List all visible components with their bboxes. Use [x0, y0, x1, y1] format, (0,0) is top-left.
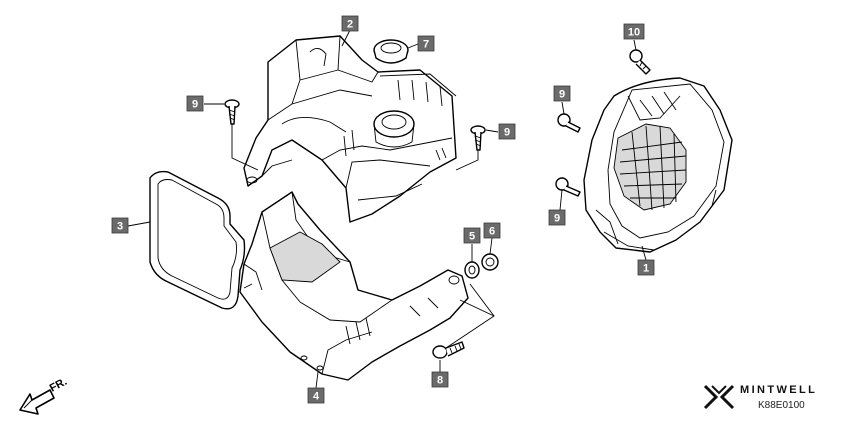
svg-text:5: 5 [469, 231, 475, 243]
svg-text:9: 9 [554, 213, 560, 225]
callout-5[interactable]: 5 [463, 227, 481, 244]
svg-text:4: 4 [313, 391, 320, 403]
grommet-part-7[interactable] [373, 39, 409, 64]
callout-9-upper-left[interactable]: 9 [186, 95, 204, 112]
svg-text:3: 3 [117, 221, 123, 233]
svg-text:9: 9 [504, 127, 510, 139]
seal-gasket-part-3[interactable] [149, 170, 246, 310]
screw-part-9-upper-left[interactable] [224, 99, 240, 125]
lower-shroud-part-4[interactable] [239, 191, 469, 381]
svg-text:10: 10 [628, 27, 640, 39]
leader-lines [127, 29, 647, 389]
bolt-part-9-fan-upper[interactable] [557, 113, 581, 133]
svg-text:1: 1 [643, 263, 649, 275]
svg-text:2: 2 [347, 19, 353, 31]
brand-block: MINTWELL K88E0100 [702, 380, 832, 416]
fan-cover-part-1[interactable] [583, 77, 733, 253]
callout-2[interactable]: 2 [341, 15, 359, 32]
svg-text:6: 6 [489, 226, 495, 238]
callout-9-fan-upper[interactable]: 9 [553, 85, 571, 102]
bolt-part-9-fan-lower[interactable] [555, 177, 581, 197]
callout-1[interactable]: 1 [637, 259, 655, 276]
brand-logo-icon [703, 384, 735, 410]
callout-3[interactable]: 3 [111, 217, 129, 234]
callout-9-fan-lower[interactable]: 9 [548, 209, 566, 226]
svg-text:9: 9 [559, 89, 565, 101]
front-direction-arrow [19, 389, 55, 415]
callout-6[interactable]: 6 [483, 222, 501, 239]
svg-text:7: 7 [423, 39, 429, 51]
collar-part-5[interactable] [464, 261, 480, 279]
callout-8[interactable]: 8 [431, 371, 449, 388]
screw-part-9-upper-right[interactable] [470, 125, 486, 151]
svg-text:9: 9 [192, 99, 198, 111]
bolt-part-10[interactable] [629, 49, 651, 75]
rubber-mount-part-6[interactable] [481, 253, 499, 271]
callout-10[interactable]: 10 [623, 23, 645, 40]
brand-name: MINTWELL [740, 384, 818, 396]
callout-9-upper-right[interactable]: 9 [498, 123, 516, 140]
diagram-code: K88E0100 [758, 400, 805, 411]
svg-text:8: 8 [437, 375, 443, 387]
front-direction-label: FR. [48, 376, 69, 395]
upper-shroud-part-2[interactable] [243, 35, 457, 223]
bolt-part-8[interactable] [432, 341, 465, 359]
callout-4[interactable]: 4 [307, 387, 325, 404]
callout-7[interactable]: 7 [417, 35, 435, 52]
